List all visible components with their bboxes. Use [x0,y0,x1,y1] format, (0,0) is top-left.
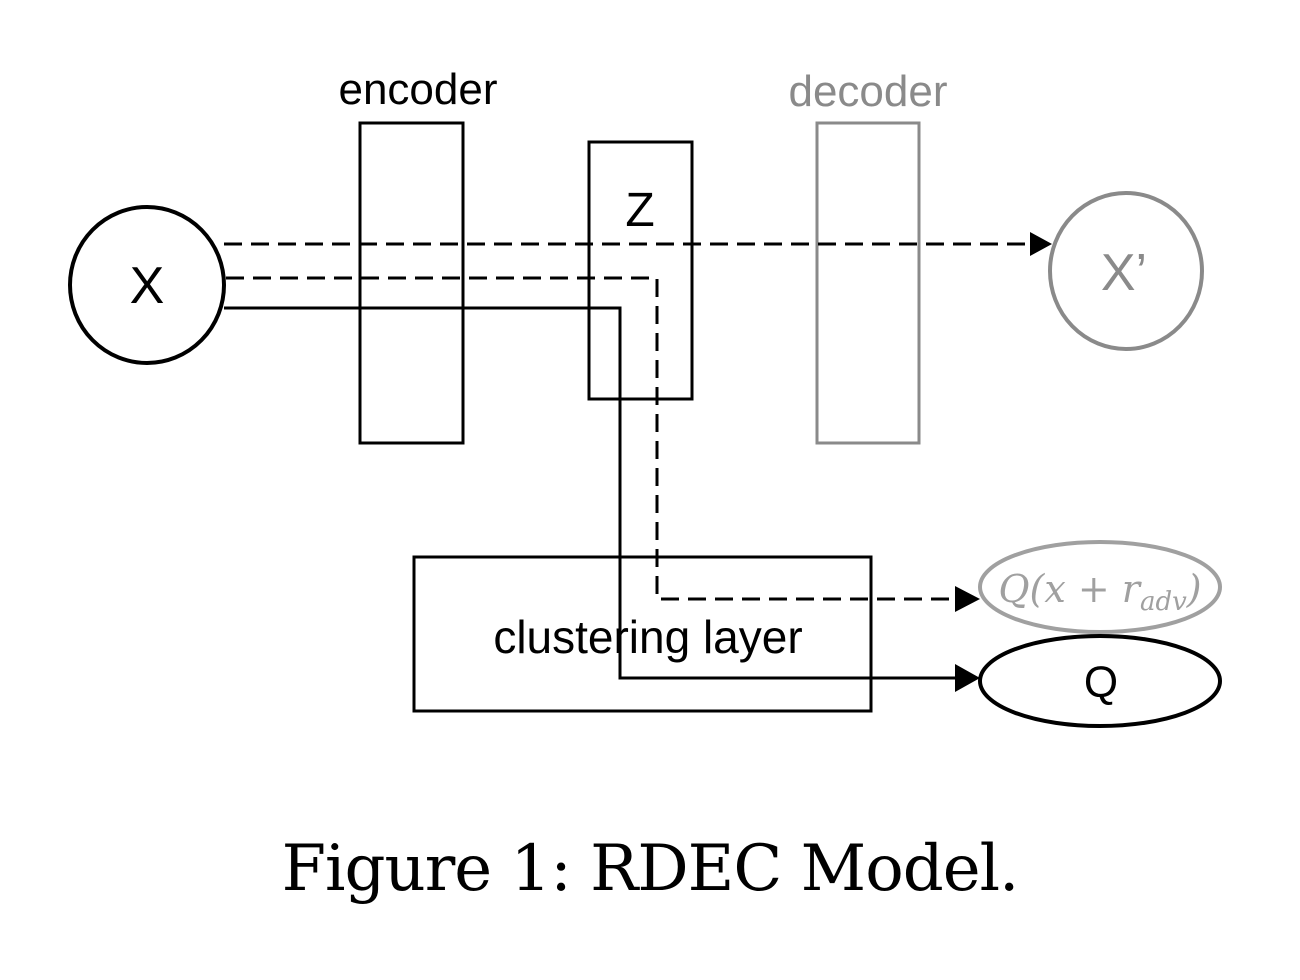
encoder-block [358,121,465,445]
edge-x-to-adv-output [226,276,975,601]
arrowhead-reconstruction [1030,232,1052,256]
edge-x-to-q [224,306,975,680]
latent-z-label: Z [625,184,654,237]
adv-output-label-main: Q(x + r [998,567,1142,611]
decoder-label: decoder [788,67,947,116]
input-x-label: X [130,257,165,315]
clustering-layer-block [412,555,873,713]
adv-output-label-sub: adv [1140,587,1187,617]
arrowhead-q [955,664,980,692]
adv-output-label: Q(x + radv) [998,567,1201,617]
q-output-node [978,634,1222,728]
reconstruction-label: X’ [1101,244,1147,302]
arrowhead-adv-output [955,586,980,612]
reconstruction-node [1048,191,1204,351]
figure-caption: Figure 1: RDEC Model. [281,832,1020,906]
latent-z-block [587,140,694,401]
decoder-block [815,121,921,445]
adv-output-label-close: ) [1186,567,1202,611]
clustering-layer-label: clustering layer [493,611,802,663]
q-output-label: Q [1084,658,1118,707]
input-x-node [68,205,226,365]
adv-output-node [978,540,1222,634]
encoder-label: encoder [338,65,497,114]
